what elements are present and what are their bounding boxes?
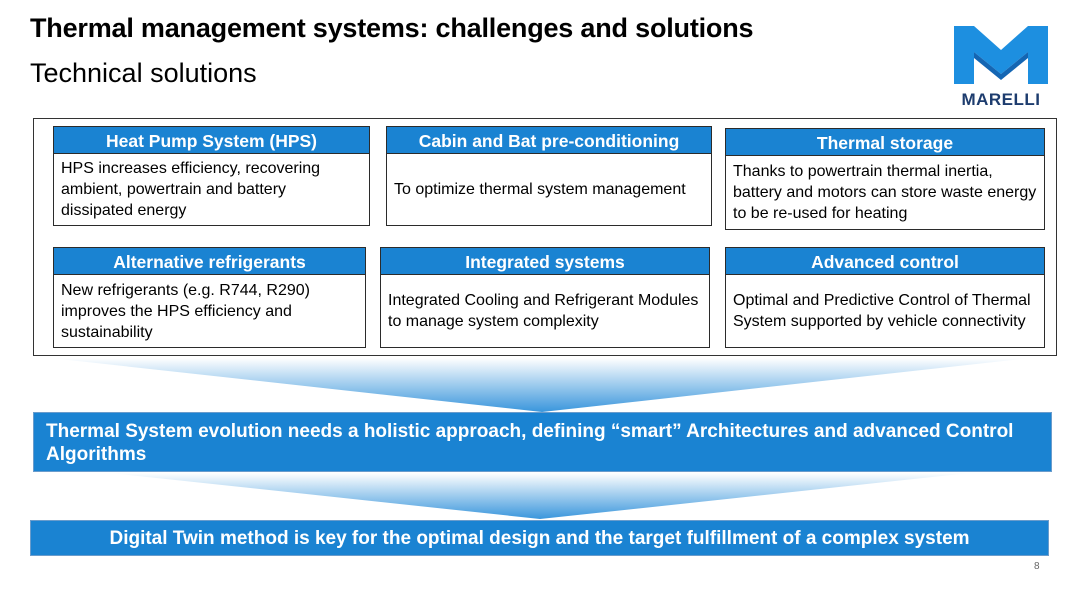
page-number: 8 [1034,561,1040,572]
card-body: Integrated Cooling and Refrigerant Modul… [380,275,710,348]
page-subtitle: Technical solutions [30,58,257,88]
card-advanced-control: Advanced control Optimal and Predictive … [725,247,1045,348]
card-title: Cabin and Bat pre-conditioning [386,126,712,154]
card-heat-pump: Heat Pump System (HPS) HPS increases eff… [53,126,370,226]
card-title: Advanced control [725,247,1045,275]
digital-twin-banner: Digital Twin method is key for the optim… [30,520,1049,556]
card-body: To optimize thermal system management [386,154,712,226]
marelli-m-logo-icon [954,26,1048,84]
card-body: Thanks to powertrain thermal inertia, ba… [725,156,1045,230]
funnel-arrow [50,358,1030,412]
card-title: Heat Pump System (HPS) [53,126,370,154]
marelli-logo: MARELLI [948,26,1054,112]
funnel-arrow [110,473,970,519]
card-title: Thermal storage [725,128,1045,156]
card-pre-conditioning: Cabin and Bat pre-conditioning To optimi… [386,126,712,226]
logo-text: MARELLI [961,90,1041,109]
card-title: Integrated systems [380,247,710,275]
evolution-banner: Thermal System evolution needs a holisti… [33,412,1052,472]
card-body: Optimal and Predictive Control of Therma… [725,275,1045,348]
page-title: Thermal management systems: challenges a… [30,13,754,43]
card-body: HPS increases efficiency, recovering amb… [53,154,370,226]
card-body: New refrigerants (e.g. R744, R290) impro… [53,275,366,348]
card-integrated-systems: Integrated systems Integrated Cooling an… [380,247,710,348]
card-alternative-refrigerants: Alternative refrigerants New refrigerant… [53,247,366,348]
card-thermal-storage: Thermal storage Thanks to powertrain the… [725,128,1045,230]
card-title: Alternative refrigerants [53,247,366,275]
